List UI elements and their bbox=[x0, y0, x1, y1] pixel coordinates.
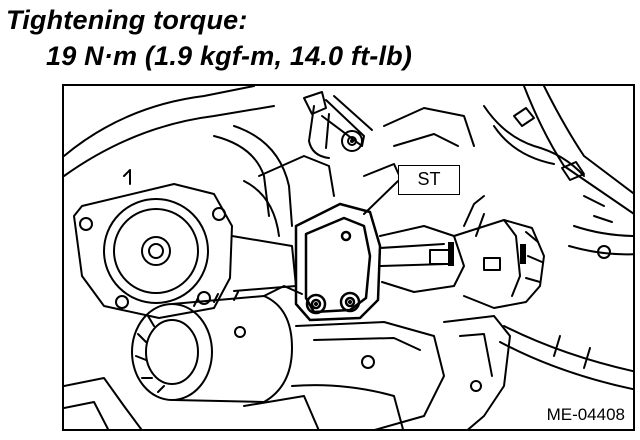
hook-bracket bbox=[303, 91, 373, 159]
torque-value: 19 N·m (1.9 kgf-m, 14.0 ft-lb) bbox=[46, 41, 413, 71]
engine-illustration: ST ME-04408 bbox=[62, 84, 635, 431]
harness-connector bbox=[379, 195, 545, 309]
sensor-block bbox=[294, 202, 382, 322]
cylindrical-unit bbox=[131, 285, 303, 403]
torque-heading: Tightening torque: bbox=[6, 5, 248, 35]
engine-line-art bbox=[64, 86, 633, 429]
st-callout-label: ST bbox=[398, 165, 460, 195]
figure-id-label: ME-04408 bbox=[544, 405, 627, 425]
flange-housing bbox=[73, 183, 233, 319]
